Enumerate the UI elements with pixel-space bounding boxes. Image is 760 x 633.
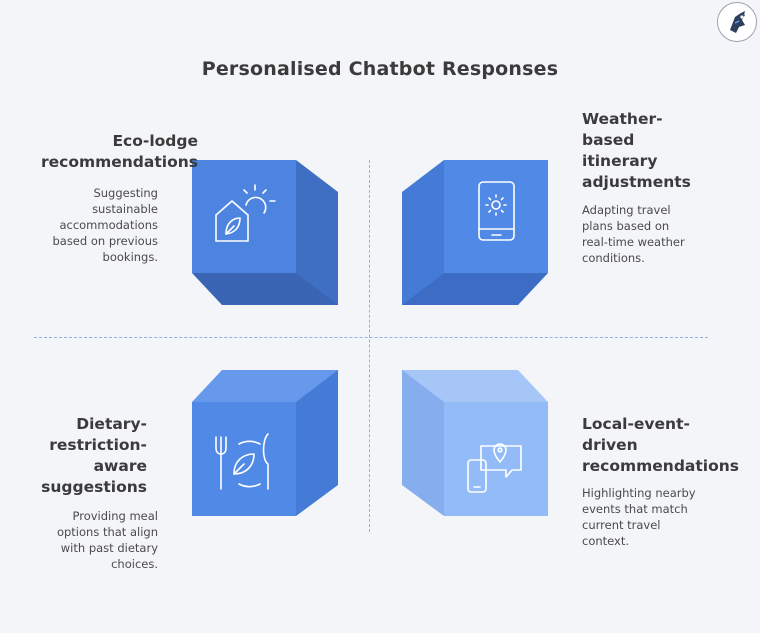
meal-icon [215,433,269,490]
bottom-right-front [444,402,548,516]
weather-phone-icon [478,181,515,241]
location-chat-icon [467,443,522,493]
dietary-heading: Dietary- restriction- aware suggestions [41,415,147,496]
top-right-bottom [402,273,548,305]
bottom-left-side [296,370,338,516]
weather-description: Adapting travel plans based on real-time… [582,203,685,265]
local-event-description: Highlighting nearby events that match cu… [582,486,696,548]
logo-icon[interactable] [717,2,757,42]
bottom-left-block [192,370,338,516]
top-right-side [402,160,444,305]
bottom-left-front [192,402,296,516]
top-left-bottom [192,273,338,305]
vertical-divider [369,160,370,532]
horizontal-divider [34,337,708,338]
top-left-side [296,160,338,305]
dietary-description: Providing meal options that align with p… [56,509,158,571]
top-left-front [192,160,296,273]
bottom-right-top [402,370,548,402]
bottom-right-side [402,370,444,516]
weather-heading: Weather- based itinerary adjustments [582,110,691,191]
top-right-block [402,160,548,305]
eco-lodge-heading: Eco-lodge recommendations [40,132,198,171]
bottom-right-block [402,370,548,516]
eco-lodge-description: Suggesting sustainable accommodations ba… [52,186,158,264]
eco-lodge-icon [215,184,276,242]
local-event-heading: Local-event- driven recommendations [582,415,740,475]
top-left-block [192,160,338,305]
top-right-front [444,160,548,273]
page-title: Personalised Chatbot Responses [201,58,559,80]
bottom-left-top [192,370,338,402]
